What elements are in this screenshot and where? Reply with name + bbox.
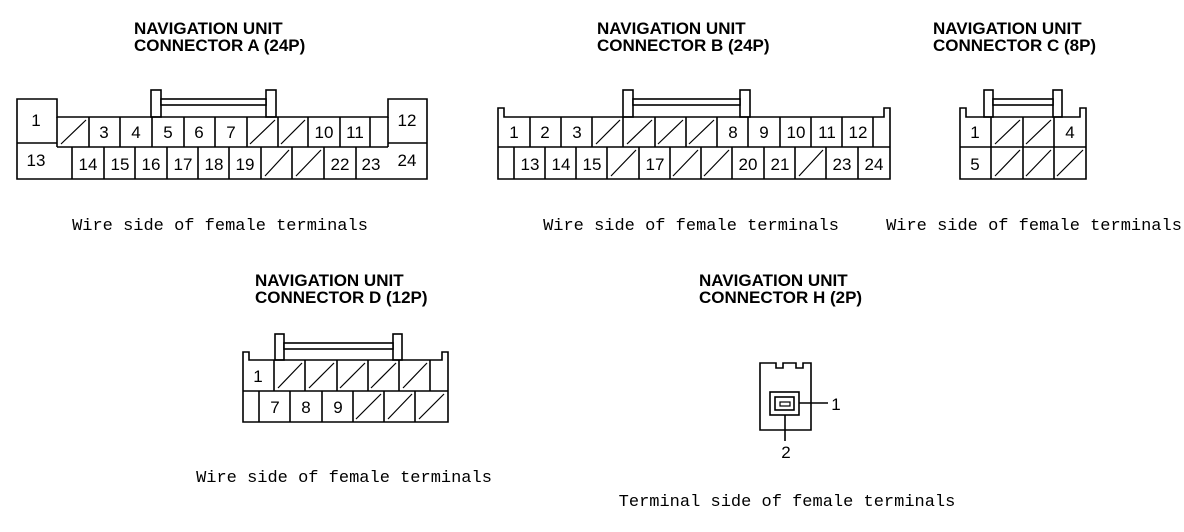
connector-a-pin: 13 — [27, 151, 46, 170]
connector-c-pin: 4 — [1065, 123, 1074, 142]
connector-b-pin: 20 — [739, 155, 758, 174]
connector-b-pin: 3 — [572, 123, 581, 142]
connector-a-pin: 6 — [194, 123, 203, 142]
connector-a-lock-post-right — [265, 89, 277, 118]
connector-a-title-line1: NAVIGATION UNIT — [134, 19, 283, 38]
connector-b-lock-post-right — [739, 89, 751, 118]
connector-d: NAVIGATION UNIT CONNECTOR D (12P) — [196, 271, 492, 488]
connector-a-body — [16, 89, 428, 180]
connector-a-pin-labels: 1 3 4 5 6 7 10 11 12 13 14 15 16 17 18 1… — [27, 111, 417, 174]
connector-b-pin: 17 — [646, 155, 665, 174]
connector-b-title-line2: CONNECTOR B (24P) — [597, 36, 770, 55]
connector-b-pin-labels: 1 2 3 8 9 10 11 12 13 14 15 17 20 21 23 … — [509, 123, 883, 174]
connector-b-pin: 15 — [583, 155, 602, 174]
connector-h-pin-labels: 1 2 — [781, 395, 840, 462]
connector-a-pin: 7 — [226, 123, 235, 142]
connector-a-lock-post-left — [150, 89, 162, 118]
connector-b-body — [497, 89, 891, 180]
connector-h-terminal — [774, 396, 795, 411]
connector-a-pin: 22 — [331, 155, 350, 174]
connector-c-title-line2: CONNECTOR C (8P) — [933, 36, 1096, 55]
connector-a-pin: 17 — [174, 155, 193, 174]
connector-d-outline — [242, 351, 449, 423]
connector-d-title-line1: NAVIGATION UNIT — [255, 271, 404, 290]
connector-a-pin: 1 — [31, 111, 40, 130]
connector-h-outline — [759, 362, 812, 431]
connector-d-lock-bar — [283, 342, 394, 350]
connector-a-pin: 16 — [142, 155, 161, 174]
connector-h-title-line2: CONNECTOR H (2P) — [699, 288, 862, 307]
connector-b-lock-bar — [632, 98, 741, 106]
connector-c-body — [959, 89, 1087, 180]
connector-c-pin: 1 — [970, 123, 979, 142]
connector-c-outline — [959, 107, 1087, 180]
connector-a-pin: 10 — [315, 123, 334, 142]
connector-a-title-line2: CONNECTOR A (24P) — [134, 36, 305, 55]
connector-d-lock-post-right — [392, 333, 403, 361]
connector-d-pin: 7 — [270, 398, 279, 417]
connector-d-lock-post-left — [274, 333, 285, 361]
connector-b-pin: 24 — [865, 155, 884, 174]
connector-d-caption: Wire side of female terminals — [196, 469, 492, 488]
connector-b-lock-post-left — [622, 89, 634, 118]
connector-a-pin: 23 — [362, 155, 381, 174]
connector-a-pin: 18 — [205, 155, 224, 174]
connector-h-body — [759, 362, 828, 441]
connector-d-pin: 8 — [301, 398, 310, 417]
connector-a-pin: 5 — [163, 123, 172, 142]
connector-b-pin: 23 — [833, 155, 852, 174]
connector-a-pin: 12 — [398, 111, 417, 130]
connector-d-title-line2: CONNECTOR D (12P) — [255, 288, 428, 307]
connector-h-terminal-pin — [779, 401, 791, 407]
connector-c-title-line1: NAVIGATION UNIT — [933, 19, 1082, 38]
connector-b-pin: 13 — [521, 155, 540, 174]
connector-a-pin: 19 — [236, 155, 255, 174]
connector-b-caption: Wire side of female terminals — [543, 217, 839, 236]
connector-c-pin: 5 — [970, 155, 979, 174]
connector-b-pin: 10 — [787, 123, 806, 142]
connector-h-pin: 1 — [831, 395, 840, 414]
connector-a-pin: 14 — [79, 155, 98, 174]
connector-c-caption: Wire side of female terminals — [886, 217, 1182, 236]
connector-h-pin: 2 — [781, 443, 790, 462]
connector-h-title-line1: NAVIGATION UNIT — [699, 271, 848, 290]
connector-b-pin: 14 — [552, 155, 571, 174]
connector-h: NAVIGATION UNIT CONNECTOR H (2P) 1 2 Ter… — [619, 271, 956, 512]
connector-b-pin: 9 — [759, 123, 768, 142]
connector-c-pin-labels: 1 4 5 — [970, 123, 1074, 174]
connector-b-pin: 8 — [728, 123, 737, 142]
connector-b-outline — [497, 107, 891, 180]
connector-b-pin: 21 — [771, 155, 790, 174]
connector-d-pin: 9 — [333, 398, 342, 417]
connector-b-pin: 11 — [818, 123, 836, 142]
connector-d-pin: 1 — [253, 367, 262, 386]
connector-d-pin-labels: 1 7 8 9 — [253, 367, 342, 417]
connector-a-outline — [16, 98, 428, 180]
connector-a-caption: Wire side of female terminals — [72, 217, 368, 236]
connector-a-pin: 11 — [346, 123, 364, 142]
connector-h-caption: Terminal side of female terminals — [619, 493, 956, 512]
connector-c: NAVIGATION UNIT CONNECTOR C (8P) 1 4 5 W… — [886, 19, 1182, 236]
connector-b: NAVIGATION UNIT CONNECTOR B (24P) — [497, 19, 891, 236]
connector-b-pin: 2 — [540, 123, 549, 142]
connector-a: NAVIGATION UNIT CONNECTOR A (24P) — [16, 19, 428, 236]
connector-a-pin: 24 — [398, 151, 417, 170]
connector-b-title-line1: NAVIGATION UNIT — [597, 19, 746, 38]
connector-b-pin: 1 — [509, 123, 518, 142]
connector-c-lock-post-left — [983, 89, 994, 118]
connector-d-body — [242, 333, 449, 423]
connector-a-pin: 15 — [111, 155, 130, 174]
connector-a-lock-bar — [160, 98, 267, 106]
connector-a-pin: 4 — [131, 123, 140, 142]
connector-c-lock-bar — [992, 98, 1054, 106]
connector-b-pin: 12 — [849, 123, 868, 142]
connector-a-pin: 3 — [99, 123, 108, 142]
connector-c-lock-post-right — [1052, 89, 1063, 118]
